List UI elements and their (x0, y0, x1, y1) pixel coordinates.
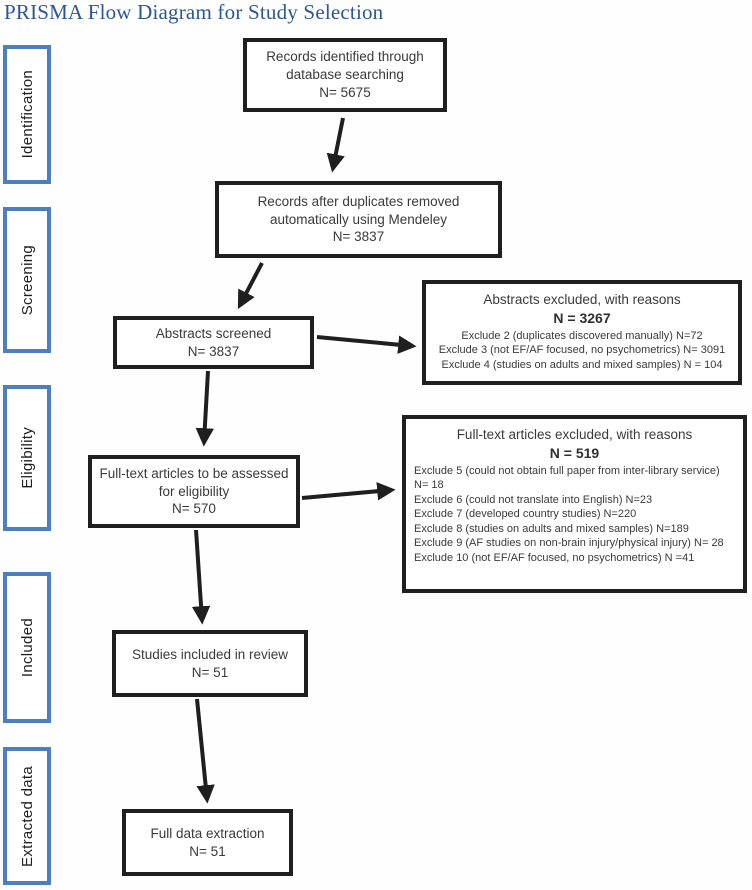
arrow-duplicates-to-screened (237, 262, 264, 310)
flow-box-text: Abstracts screened N= 3837 (155, 325, 272, 359)
exclusion-reason: Exclude 6 (could not translate into Engl… (414, 493, 653, 506)
flow-box-text: Studies included in review N= 51 (131, 646, 289, 680)
stage-label-text: Identification (18, 70, 36, 159)
exclusion-reason: Exclude 9 (AF studies on non-brain injur… (414, 537, 724, 550)
stage-label-text: Extracted data (18, 765, 36, 867)
arrow-screened-to-fulltext (195, 370, 214, 447)
stage-label-eligibility: Eligibility (3, 385, 51, 531)
stage-label-text: Screening (18, 244, 36, 316)
exclusion-reason: Exclude 4 (studies on adults and mixed s… (441, 358, 723, 371)
flow-box-records-identified: Records identified through database sear… (243, 38, 447, 112)
arrow-fulltext-to-excluded (301, 482, 396, 501)
flow-box-duplicates-removed: Records after duplicates removed automat… (215, 181, 502, 258)
arrow-screened-to-excluded (316, 335, 417, 354)
exclusion-reason: Exclude 5 (could not obtain full paper f… (414, 464, 720, 492)
exclusion-box-fulltext: Full-text articles excluded, with reason… (402, 415, 747, 593)
exclusion-box-abstracts: Abstracts excluded, with reasons N = 326… (422, 280, 742, 385)
flow-box-full-data-extraction: Full data extraction N= 51 (122, 809, 293, 876)
flow-box-text: Full data extraction N= 51 (150, 825, 265, 859)
flow-box-abstracts-screened: Abstracts screened N= 3837 (113, 316, 314, 369)
exclusion-reasons: Exclude 2 (duplicates discovered manuall… (426, 328, 738, 373)
arrow-fulltext-to-included (191, 529, 211, 625)
exclusion-reason: Exclude 3 (not EF/AF focused, no psychom… (438, 344, 726, 357)
stage-label-text: Eligibility (18, 427, 36, 489)
arrow-included-to-extraction (195, 698, 215, 804)
flow-box-text: Records after duplicates removed automat… (257, 193, 460, 245)
stage-label-screening: Screening (3, 207, 51, 353)
exclusion-count: N = 3267 (553, 309, 611, 326)
exclusion-reason: Exclude 2 (duplicates discovered manuall… (461, 329, 703, 342)
exclusion-header: Full-text articles excluded, with reason… (456, 427, 693, 442)
arrow-identified-to-duplicates (326, 117, 345, 173)
exclusion-reason: Exclude 8 (studies on adults and mixed s… (414, 522, 689, 535)
stage-label-extracted-data: Extracted data (3, 747, 51, 885)
exclusion-reason: Exclude 7 (developed country studies) N=… (414, 508, 637, 521)
stage-label-text: Included (18, 617, 36, 678)
flow-box-studies-included: Studies included in review N= 51 (112, 630, 308, 697)
flow-box-text: Records identified through database sear… (266, 49, 424, 100)
flow-box-text: Full-text articles to be assessed for el… (99, 465, 289, 517)
exclusion-count: N = 519 (549, 444, 600, 461)
stage-label-included: Included (3, 572, 51, 723)
exclusion-header: Abstracts excluded, with reasons (483, 292, 681, 307)
exclusion-reasons: Exclude 5 (could not obtain full paper f… (406, 463, 743, 566)
flow-box-fulltext-assessed: Full-text articles to be assessed for el… (88, 455, 300, 528)
stage-label-identification: Identification (3, 45, 51, 184)
exclusion-reason: Exclude 10 (not EF/AF focused, no psycho… (414, 551, 695, 564)
page-title: PRISMA Flow Diagram for Study Selection (4, 0, 384, 24)
